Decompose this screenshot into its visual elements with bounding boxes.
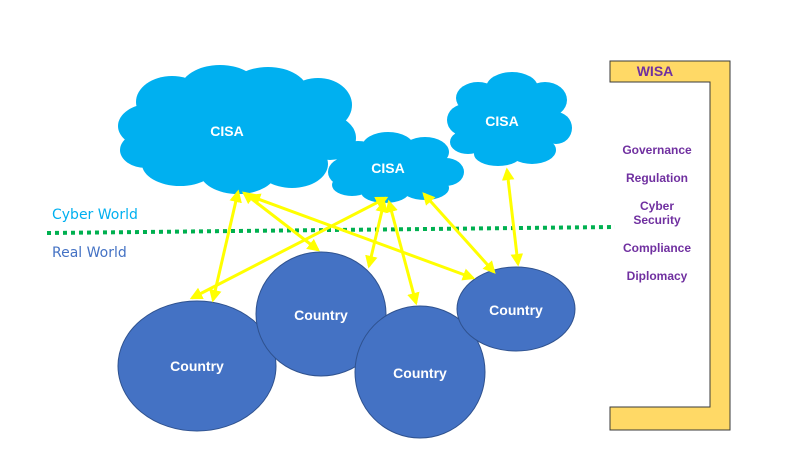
arrow-cloud-right-country-4 [501, 167, 524, 267]
country-3-label: Country [393, 365, 447, 381]
country-2-label: Country [294, 307, 348, 323]
country-4-label: Country [489, 302, 543, 318]
wisa-item-5: Diplomacy [627, 269, 688, 283]
connection-arrows [189, 167, 524, 306]
cloud-right-label: CISA [485, 113, 518, 129]
cloud-middle-label: CISA [371, 160, 404, 176]
arrow-cloud-middle-country-4 [422, 192, 496, 274]
wisa-title: WISA [637, 63, 674, 79]
country-1-shape [117, 300, 277, 432]
arrow-cloud-middle-country-3 [385, 199, 420, 306]
arrow-cloud-left-country-2 [242, 191, 320, 252]
arrow-cloud-middle-country-1 [189, 196, 389, 300]
cyber-world-clouds: CISA CISA CISA [118, 65, 572, 203]
real-world-label: Real World [52, 245, 127, 261]
country-1-label: Country [170, 358, 224, 374]
wisa-panel [609, 60, 731, 431]
cloud-left-label: CISA [210, 123, 243, 139]
cloud-middle-shape [328, 132, 464, 203]
country-3-shape [354, 305, 486, 439]
cloud-right-shape [447, 72, 572, 166]
country-4-shape [456, 266, 576, 352]
wisa-item-2: Regulation [626, 171, 688, 185]
arrow-cloud-middle-country-2 [365, 199, 388, 269]
real-world-countries: Country Country Country Country [117, 251, 576, 439]
cyber-world-label: Cyber World [52, 207, 138, 223]
wisa-item-1: Governance [622, 143, 692, 157]
wisa-item-4: Compliance [623, 241, 691, 255]
cloud-left-shape [118, 65, 356, 194]
